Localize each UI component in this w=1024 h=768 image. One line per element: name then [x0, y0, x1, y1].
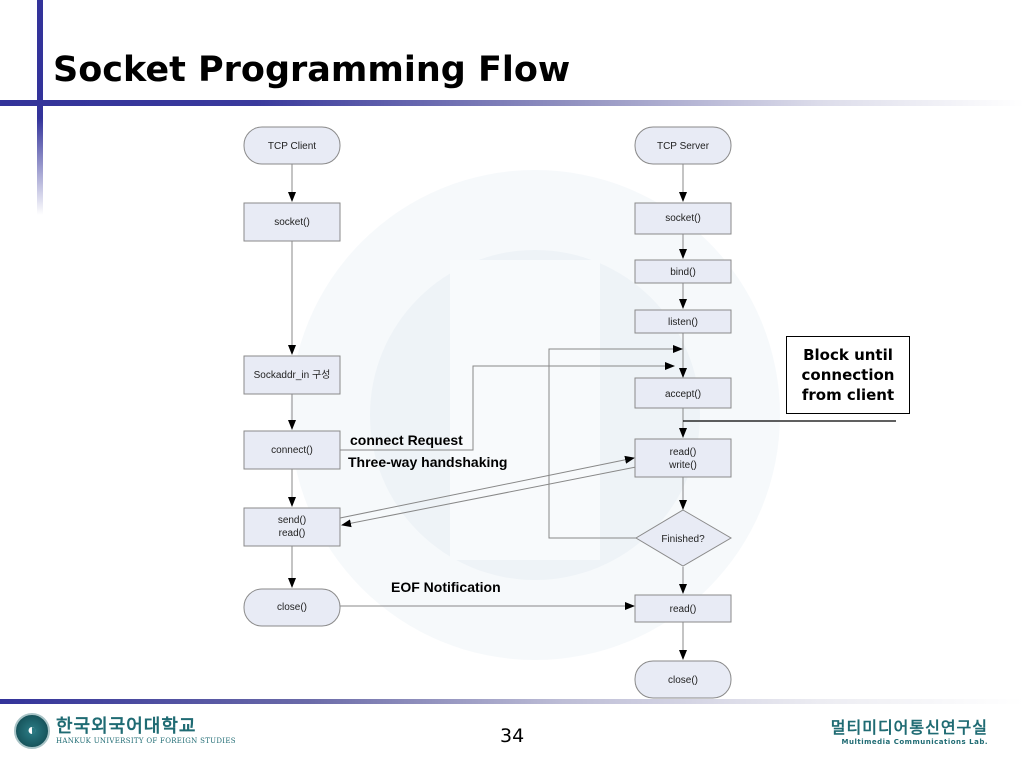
node-bind	[634, 259, 732, 284]
node-client-socket-label: socket()	[274, 217, 310, 228]
label-eof-notification: EOF Notification	[391, 579, 501, 595]
lab-name-english: Multimedia Communications Lab.	[841, 738, 988, 746]
callout-line-1: Block until	[803, 346, 893, 364]
node-bind-label: bind()	[670, 267, 696, 278]
node-server-close	[634, 660, 732, 699]
node-rw-write-label: write()	[668, 460, 697, 471]
watermark-emblem	[450, 260, 600, 560]
node-server-close-label: close()	[668, 675, 698, 686]
label-connect-request: connect Request	[350, 432, 463, 448]
node-server-read-label: read()	[670, 604, 697, 615]
client-nodes: TCP Client socket() Sockaddr_in 구성 conne…	[243, 126, 341, 627]
cross-connectors	[339, 362, 675, 610]
node-read-write	[634, 438, 732, 478]
lab-name-korean: 멀티미디어통신연구실	[830, 718, 988, 737]
node-server-read	[634, 594, 732, 623]
node-client-close	[243, 588, 341, 627]
page-number: 34	[500, 725, 525, 747]
slide-title: Socket Programming Flow	[53, 50, 571, 90]
callout-line-2: connection	[801, 366, 895, 384]
node-client-close-label: close()	[277, 602, 307, 613]
node-tcp-server	[634, 126, 732, 165]
node-server-socket-label: socket()	[665, 213, 701, 224]
node-sockaddr-label: Sockaddr_in 구성	[254, 369, 331, 381]
server-connectors	[548, 164, 687, 660]
university-logo: ◐ 한국외국어대학교 HANKUK UNIVERSITY OF FOREIGN …	[14, 713, 236, 749]
node-accept-label: accept()	[665, 389, 701, 400]
accent-vertical-bar	[37, 0, 43, 215]
node-finished-decision	[635, 509, 732, 567]
node-read-label: read()	[279, 528, 306, 539]
node-sockaddr	[243, 355, 341, 395]
arrow-write-to-client	[341, 466, 637, 528]
university-name-english: HANKUK UNIVERSITY OF FOREIGN STUDIES	[56, 736, 236, 745]
node-send-read	[243, 507, 341, 547]
node-listen-label: listen()	[668, 317, 698, 328]
node-listen	[634, 309, 732, 334]
university-name-korean: 한국외국어대학교	[56, 715, 197, 737]
server-nodes: TCP Server socket() bind() listen() acce…	[634, 126, 732, 699]
university-emblem-icon: ◐	[14, 713, 50, 749]
node-client-socket	[243, 202, 341, 242]
accent-horizontal-bar-top	[0, 100, 1024, 106]
arrow-send-to-server	[339, 455, 635, 519]
node-tcp-client-label: TCP Client	[268, 141, 316, 152]
node-send-label: send()	[278, 515, 306, 526]
accent-horizontal-bar-bottom	[0, 699, 1024, 704]
node-server-socket	[634, 202, 732, 235]
node-accept	[634, 377, 732, 409]
node-rw-read-label: read()	[670, 447, 697, 458]
node-connect-label: connect()	[271, 445, 313, 456]
callout-block-until-connection: Block until connection from client	[786, 336, 910, 414]
node-tcp-server-label: TCP Server	[657, 141, 710, 152]
node-tcp-client	[243, 126, 341, 165]
arrow-connect-request	[340, 362, 675, 451]
lab-logo: 멀티미디어통신연구실 Multimedia Communications Lab…	[831, 719, 988, 747]
label-three-way-handshaking: Three-way handshaking	[348, 454, 507, 470]
callout-line-3: from client	[801, 386, 895, 404]
node-connect	[243, 430, 341, 470]
node-finished-label: Finished?	[661, 534, 705, 545]
arrow-finished-loop	[548, 345, 683, 539]
